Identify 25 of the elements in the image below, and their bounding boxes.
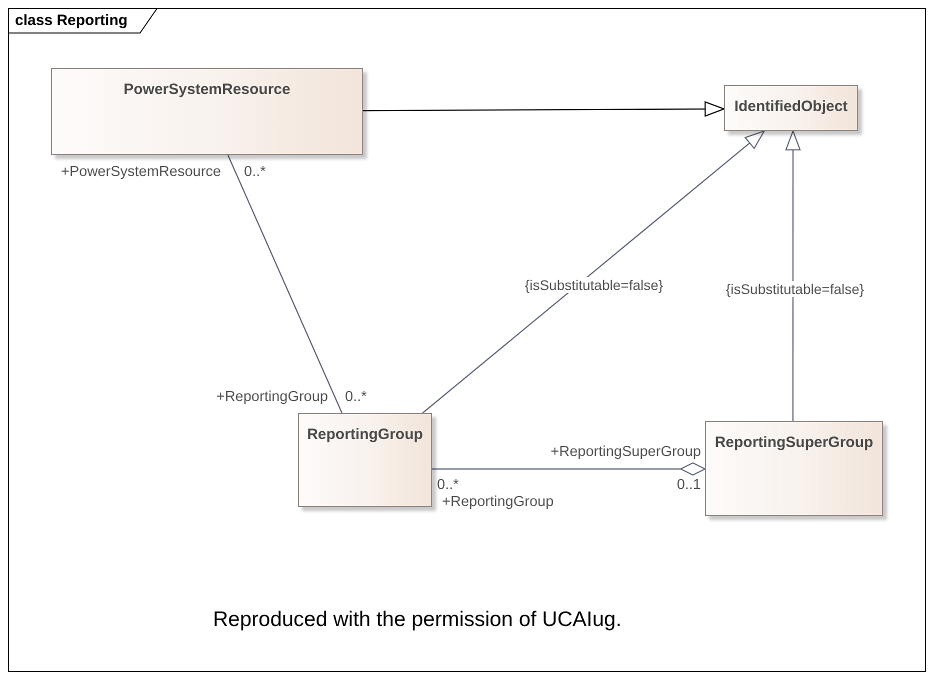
role-name: +ReportingSuperGroup: [550, 444, 701, 460]
class-box: [705, 421, 883, 516]
class-name: ReportingSuperGroup: [714, 434, 874, 452]
generalization-arrow: [422, 130, 765, 414]
multiplicity-label: 0..*: [437, 477, 459, 493]
multiplicity-label: 0..*: [345, 389, 367, 405]
role-name: +ReportingGroup: [216, 389, 328, 405]
multiplicity-label: 0..1: [676, 477, 701, 493]
class-name: IdentifiedObject: [733, 98, 849, 116]
class-name: PowerSystemResource: [122, 81, 292, 99]
edge-label: {isSubstitutable=false}: [724, 281, 866, 297]
diagram-title: class Reporting: [15, 12, 128, 30]
class-box: [298, 413, 432, 507]
caption: Reproduced with the permission of UCAIug.: [213, 607, 622, 633]
aggregation-line: [432, 462, 706, 476]
role-name: +ReportingGroup: [442, 494, 554, 510]
edge-label: {isSubstitutable=false}: [524, 277, 664, 293]
association-line: [227, 154, 342, 414]
class-box: [51, 68, 363, 155]
class-box: [724, 85, 858, 131]
role-name: +PowerSystemResource: [61, 164, 221, 180]
generalization-arrow: [785, 130, 801, 421]
class-name: ReportingGroup: [306, 426, 424, 444]
generalization-arrow: [363, 101, 725, 117]
multiplicity-label: 0..*: [244, 164, 266, 180]
